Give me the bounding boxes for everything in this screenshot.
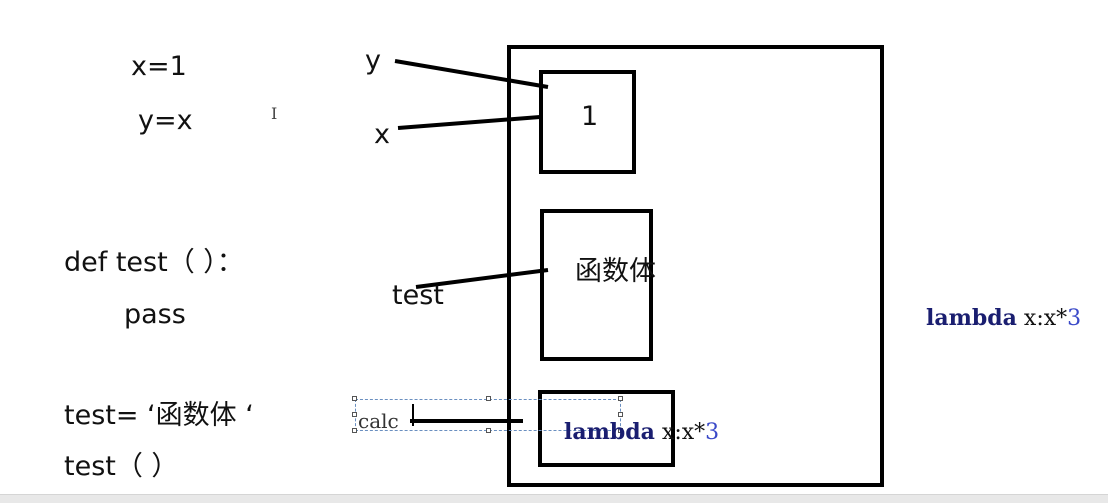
code-test-call: test（ ） [64, 451, 179, 482]
function-body-label: 函数体 [575, 256, 656, 287]
lambda-keyword: lambda [564, 419, 655, 445]
bottom-scroll-strip [0, 494, 1108, 503]
function-body-box [540, 209, 653, 361]
label-calc[interactable]: calc [358, 409, 399, 433]
selection-handle[interactable] [352, 428, 357, 433]
code-pass-line: pass [124, 299, 186, 330]
memory-container [507, 45, 884, 487]
label-test: test [392, 280, 444, 311]
selection-handle[interactable] [618, 428, 623, 433]
code-test-assign: test= ‘函数体 ‘ [64, 400, 254, 431]
lambda-number: 3 [705, 420, 720, 445]
selection-handle[interactable] [486, 428, 491, 433]
lambda-note-number: 3 [1067, 306, 1082, 331]
x-reference-line [397, 115, 541, 130]
test-reference-line [415, 268, 549, 289]
lambda-note: lambda x:x*3 [926, 307, 1081, 330]
text-caret [412, 404, 414, 426]
selection-handle[interactable] [352, 396, 357, 401]
lambda-expression: x:x* [661, 420, 706, 445]
y-reference-line [394, 59, 549, 89]
lambda-box [538, 390, 675, 467]
code-def-line: def test（ ）： [64, 247, 244, 278]
lambda-note-expression: x:x* [1023, 306, 1068, 331]
selection-handle[interactable] [618, 412, 623, 417]
text-cursor-icon: I [271, 104, 278, 123]
selection-handle[interactable] [352, 412, 357, 417]
lambda-in-box: lambda x:x*3 [564, 421, 719, 444]
value-box [539, 70, 636, 174]
code-assign-x: x=1 [131, 51, 187, 82]
value-box-label: 1 [581, 101, 599, 132]
selection-handle[interactable] [486, 396, 491, 401]
label-y: y [365, 45, 381, 76]
label-x: x [374, 119, 390, 150]
selection-handle[interactable] [618, 396, 623, 401]
code-assign-y: y=x [138, 105, 193, 136]
lambda-note-keyword: lambda [926, 305, 1017, 331]
